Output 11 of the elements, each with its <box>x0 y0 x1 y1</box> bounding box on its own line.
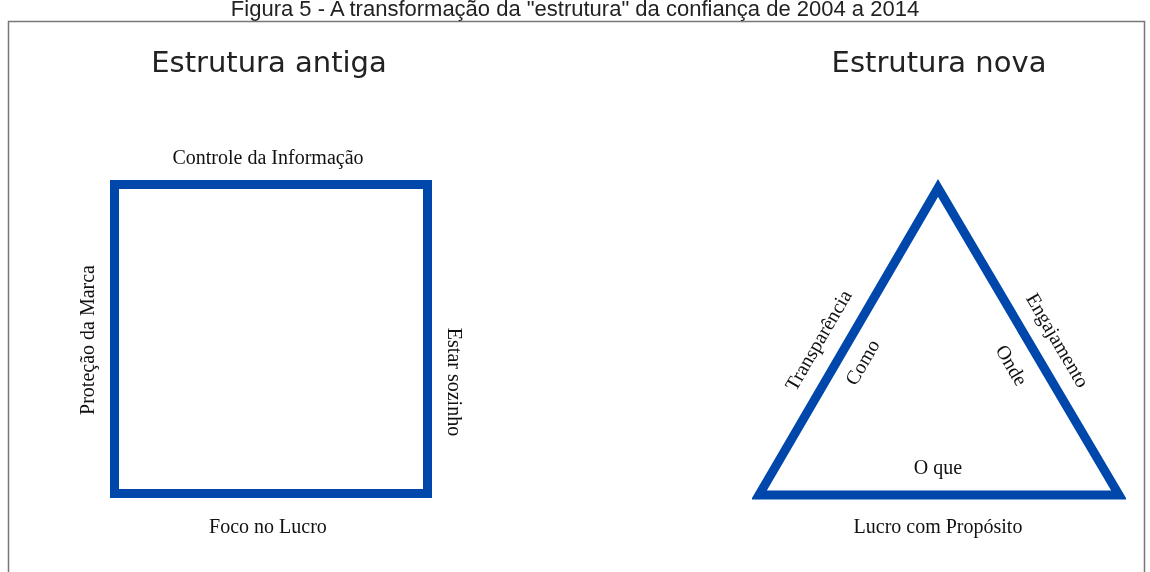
side-label: Foco no Lucro <box>209 516 327 536</box>
section-heading: Estrutura nova <box>831 47 1047 77</box>
side-label: Proteção da Marca <box>77 265 97 415</box>
square-shape <box>110 180 432 498</box>
side-label: Lucro com Propósito <box>853 516 1023 536</box>
section-heading: Estrutura antiga <box>151 47 387 77</box>
side-label: Controle da Informação <box>172 147 364 167</box>
triangle-shape <box>752 178 1126 502</box>
side-label: Estar sozinho <box>445 327 465 437</box>
inner-label: O que <box>913 457 963 477</box>
figure-title: Figura 5 - A transformação da "estrutura" da confiança de 2004 a 2014 <box>229 0 921 20</box>
